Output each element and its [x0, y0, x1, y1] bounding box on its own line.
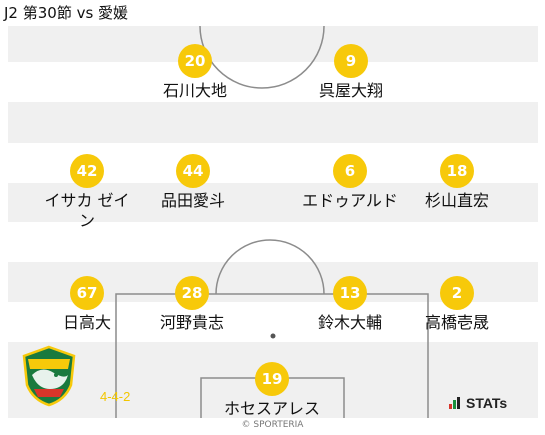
player-number-badge: 18: [440, 154, 474, 188]
stats-provider-logo: STATs: [449, 393, 507, 413]
player-name: ホセスアレス: [223, 399, 320, 418]
player-number-badge: 20: [178, 44, 212, 78]
player-number-badge: 9: [334, 44, 368, 78]
player-name: エドゥアルド: [302, 191, 398, 210]
penalty-spot: [270, 333, 276, 339]
player-name: 杉山直宏: [424, 191, 489, 210]
player-name: 河野貴志: [159, 313, 224, 332]
player-number-badge: 2: [440, 276, 474, 310]
formation-label: 4-4-2: [100, 389, 131, 404]
player-number-badge: 28: [175, 276, 209, 310]
player-name: 石川大地: [162, 81, 227, 100]
player-number-badge: 13: [333, 276, 367, 310]
player-number-badge: 6: [333, 154, 367, 188]
stats-provider-label: STATs: [466, 395, 508, 411]
penalty-arc: [215, 239, 325, 295]
player-name: 呉屋大翔: [318, 81, 383, 100]
player-number-badge: 67: [70, 276, 104, 310]
player-name: 鈴木大輔: [317, 313, 382, 332]
player-name: 高橋壱晟: [424, 313, 489, 332]
player-name: 日高大: [62, 313, 111, 332]
penalty-area: [115, 293, 429, 418]
center-circle-top: [199, 26, 325, 89]
pitch: 20 石川大地 9 呉屋大翔 42 イサカ ゼイン 44 品田愛斗 6 エドゥア…: [8, 26, 538, 418]
player-number-badge: 42: [70, 154, 104, 188]
player-name: 品田愛斗: [160, 191, 225, 210]
jef-united-crest-icon: [22, 345, 76, 407]
page-title: J2 第30節 vs 愛媛: [4, 4, 129, 22]
stats-bars-icon: [449, 397, 461, 409]
pitch-stripe: [8, 62, 538, 102]
player-number-badge: 19: [255, 362, 289, 396]
copyright-notice: © SPORTERIA: [241, 420, 304, 430]
pitch-stripe: [8, 222, 538, 262]
player-name: イサカ ゼイン: [44, 191, 130, 230]
player-number-badge: 44: [176, 154, 210, 188]
